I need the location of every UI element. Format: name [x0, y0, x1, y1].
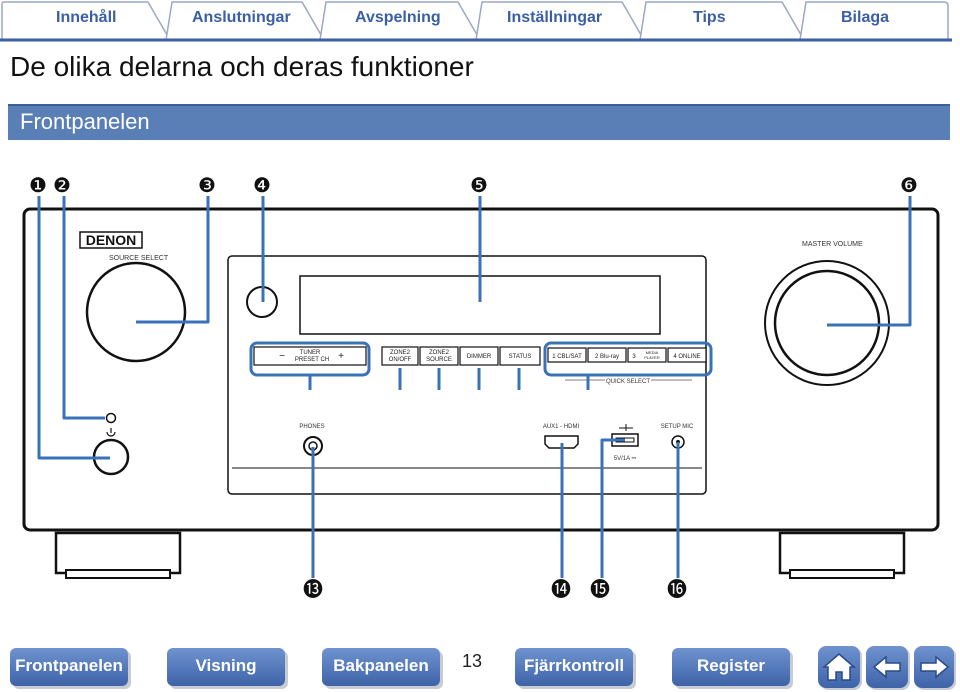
tab-tips[interactable]: Tips [693, 9, 726, 26]
nav-register-button[interactable]: Register [672, 648, 790, 686]
zone2-onoff-label-1: ZONE2 [390, 350, 411, 356]
arrow-right-icon [920, 655, 950, 679]
forward-button[interactable] [914, 646, 954, 688]
callout-1: ❶ [29, 173, 47, 197]
back-button[interactable] [866, 646, 908, 688]
brand-box [79, 231, 143, 249]
usb-symbol-icon [619, 424, 633, 431]
zone2-source-button[interactable] [419, 346, 459, 366]
leader-6 [827, 196, 912, 327]
zone2-onoff-label-2: ON/OFF [389, 357, 412, 363]
quick-select-1-button[interactable] [547, 347, 587, 363]
callout-5: ❺ [470, 173, 488, 197]
nav-bakpanelen-button[interactable]: Bakpanelen [322, 648, 440, 686]
tab-innehall[interactable]: Innehåll [56, 9, 117, 26]
zone2-onoff-button[interactable] [381, 346, 419, 366]
master-volume-label: MASTER VOLUME [802, 241, 863, 248]
quick-select-3-small-1: MEDIA [646, 350, 659, 355]
front-panel-diagram: ❶ ❷ ❸ ❹ ❺ ❻ ❼ ❽ ❾ ❿ ⓫ ⓬ ⓭ ⓮ ⓯ ⓰ DENON SO… [22, 173, 940, 601]
callout-14: ⓮ [551, 577, 571, 601]
source-select-knob[interactable] [85, 261, 187, 363]
callout-6: ❻ [900, 173, 918, 197]
nav-frontpanelen-button[interactable]: Frontpanelen [10, 648, 128, 686]
usb-rating-label: 5V/1A ⎓ [614, 456, 637, 462]
quick-select-label: QUICK SELECT [606, 379, 650, 385]
tuner-plus-label: + [338, 351, 344, 362]
quick-select-4-button[interactable] [667, 347, 707, 363]
zone2-source-label-1: ZONE2 [429, 350, 450, 356]
callout-15: ⓯ [590, 577, 610, 601]
tab-installningar[interactable]: Inställningar [507, 9, 603, 26]
nav-fjarrkontroll-button[interactable]: Fjärrkontroll [515, 648, 633, 686]
right-foot-base [789, 569, 895, 579]
tab-bilaga[interactable]: Bilaga [841, 9, 890, 26]
quick-select-2-button[interactable] [587, 347, 627, 363]
quick-select-1-label: 1 CBL/SAT [552, 354, 582, 360]
tab-shape-6[interactable] [799, 1, 949, 41]
tuner-minus-label: − [279, 351, 285, 362]
tuner-label: TUNER [300, 350, 321, 356]
quick-select-3-small-2: PLAYER [644, 355, 660, 360]
quick-select-3-label: 3 [632, 354, 636, 360]
leader-2 [62, 196, 105, 420]
master-volume-knob[interactable] [773, 269, 881, 377]
page-title: De olika delarna och deras funktioner [10, 51, 474, 82]
home-button[interactable] [818, 646, 860, 688]
nav-visning-button[interactable]: Visning [167, 648, 285, 686]
callout-13: ⓭ [303, 577, 323, 601]
leader-1 [37, 196, 110, 460]
left-foot-base [65, 569, 171, 579]
tab-shape-1[interactable] [1, 1, 172, 41]
aux-hdmi-label: AUX1 - HDMI [543, 424, 580, 430]
quick-select-3-button[interactable] [627, 347, 667, 363]
left-foot [54, 531, 182, 575]
page-number: 13 [462, 651, 483, 671]
setup-mic-label: SETUP MIC [661, 424, 694, 430]
section-title: Frontpanelen [20, 109, 150, 134]
top-tabs: Innehåll Anslutningar Avspelning Inställ… [0, 0, 960, 42]
preset-ch-label: PRESET CH [295, 357, 329, 363]
leader-15 [600, 438, 625, 578]
status-label: STATUS [509, 354, 532, 360]
callout-4: ❹ [253, 173, 271, 197]
source-select-label: SOURCE SELECT [109, 255, 169, 262]
tuner-preset-button[interactable] [253, 346, 367, 366]
callout-3: ❸ [198, 173, 216, 197]
home-icon [821, 653, 857, 681]
quick-select-4-label: 4 ONLINE [673, 354, 700, 360]
tab-anslutningar[interactable]: Anslutningar [192, 9, 291, 26]
quick-select-2-label: 2 Blu-ray [595, 354, 619, 360]
leader-3 [136, 196, 210, 324]
arrow-left-icon [872, 655, 901, 679]
callout-2: ❷ [53, 173, 71, 197]
power-symbol-icon [106, 428, 116, 437]
hdmi-port[interactable] [544, 435, 579, 449]
dimmer-button[interactable] [459, 346, 499, 366]
tabs-outline [0, 1, 952, 42]
section-bar: Frontpanelen [8, 104, 950, 140]
right-foot [778, 531, 906, 575]
status-button[interactable] [499, 346, 541, 366]
phones-label: PHONES [299, 424, 324, 430]
power-indicator [105, 412, 117, 424]
callout-16: ⓰ [667, 577, 687, 601]
highlight-quick-select [543, 341, 713, 377]
tab-avspelning[interactable]: Avspelning [355, 9, 441, 26]
zone2-source-label-2: SOURCE [426, 357, 452, 363]
dimmer-label: DIMMER [467, 354, 492, 360]
brand-logo: DENON [86, 232, 137, 248]
